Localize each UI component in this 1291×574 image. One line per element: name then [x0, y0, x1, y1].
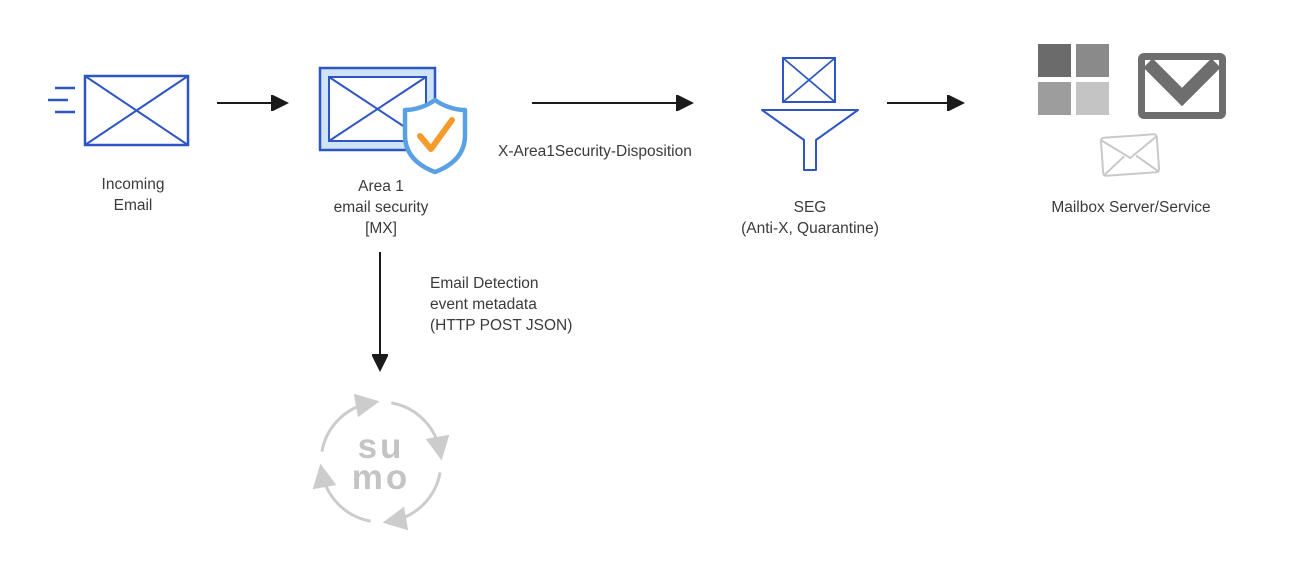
detection-edge-label: Email Detection event metadata (HTTP POS…: [430, 273, 650, 336]
seg-label: SEG (Anti-X, Quarantine): [700, 197, 920, 239]
disposition-edge-label: X-Area1Security-Disposition: [498, 143, 692, 160]
arrow-seg-to-mailbox: [887, 95, 965, 111]
shield-icon: [402, 97, 468, 175]
incoming-email-label: Incoming Email: [58, 174, 208, 216]
seg-label-line2: (Anti-X, Quarantine): [741, 220, 879, 237]
seg-label-line1: SEG: [793, 199, 827, 216]
area1-label-line1: Area 1: [358, 178, 404, 195]
sumo-logic-logo: [312, 393, 450, 531]
arrow-area1-to-sumo: [372, 252, 388, 372]
area1-label-line2: email security: [333, 199, 429, 216]
area1-envelope-shield-icon: [318, 66, 468, 175]
detection-label-line2: event metadata: [430, 296, 537, 313]
arrow-incoming-to-area1: [217, 95, 289, 111]
sumo-text-line2: mo: [351, 458, 411, 497]
area1-label-line3: [MX]: [365, 220, 397, 237]
seg-funnel-envelope-icon: [761, 57, 859, 171]
checkmark-icon: [417, 117, 455, 152]
microsoft-squares-icon: [1038, 44, 1109, 115]
incoming-email-envelope-icon: [48, 74, 190, 147]
arrow-area1-to-seg: [532, 95, 694, 111]
detection-label-line1: Email Detection: [430, 275, 539, 292]
detection-label-line3: (HTTP POST JSON): [430, 317, 573, 334]
mailbox-label: Mailbox Server/Service: [1051, 199, 1211, 216]
incoming-email-label-line1: Incoming: [101, 176, 165, 193]
area1-label: Area 1 email security [MX]: [296, 176, 466, 239]
incoming-email-label-line2: Email: [113, 197, 153, 214]
small-envelope-icon: [1099, 133, 1161, 177]
funnel-icon: [761, 109, 859, 171]
sumo-logo-text: su mo: [311, 392, 451, 532]
gmail-envelope-icon: [1138, 53, 1226, 119]
sumo-text-line1: su: [357, 427, 405, 466]
